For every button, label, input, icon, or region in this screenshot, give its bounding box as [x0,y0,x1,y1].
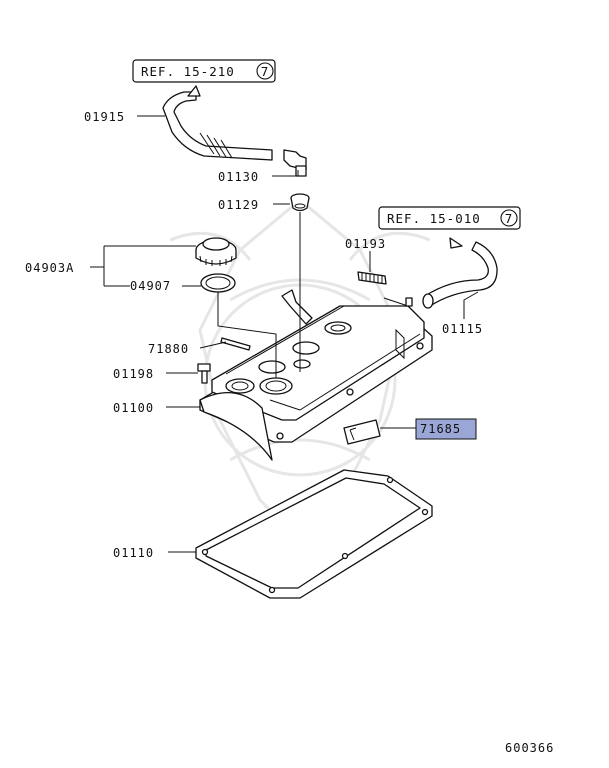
label-71880[interactable]: 71880 [148,342,189,356]
part-01100-rocker-cover[interactable] [199,289,433,461]
highlight-box [415,418,477,440]
part-71880-label[interactable] [220,337,251,351]
part-01915-breather-hose[interactable] [162,85,273,161]
ref-text: REF. 15-010 [387,211,481,226]
part-number-labels: 01915 01130 01129 01193 04903A 04907 011… [25,110,483,560]
label-01915[interactable]: 01915 [84,110,125,124]
label-01198[interactable]: 01198 [113,367,154,381]
ref-box-upper-left[interactable]: REF. 15-210 7 [132,59,276,83]
label-01130[interactable]: 01130 [218,170,259,184]
part-04903a-oil-filler-cap[interactable] [195,237,237,266]
ref-circled-number: 7 [261,64,270,79]
label-01193[interactable]: 01193 [345,237,386,251]
ref-circled-number: 7 [505,211,514,226]
leader-lines [90,115,479,553]
diagram-id: 600366 [505,741,554,755]
part-01198-bolt[interactable] [197,363,211,384]
label-04907[interactable]: 04907 [130,279,171,293]
part-01130-pcv-valve[interactable] [283,149,307,177]
part-01129-grommet[interactable] [290,193,310,212]
label-01110[interactable]: 01110 [113,546,154,560]
part-01110-gasket[interactable] [195,469,433,599]
ref-text: REF. 15-210 [141,64,235,79]
part-01115-hose[interactable] [422,237,498,309]
label-01129[interactable]: 01129 [218,198,259,212]
highlight-71685[interactable]: 71685 [415,418,477,440]
part-04907-o-ring[interactable] [200,273,236,293]
part-01193-clip[interactable] [357,271,387,285]
label-01100[interactable]: 01100 [113,401,154,415]
label-04903a[interactable]: 04903A [25,261,74,275]
label-71685: 71685 [420,422,461,436]
ref-box-right[interactable]: REF. 15-010 7 [378,206,521,230]
part-71685-caution-plate[interactable] [343,419,381,445]
label-01115[interactable]: 01115 [442,322,483,336]
